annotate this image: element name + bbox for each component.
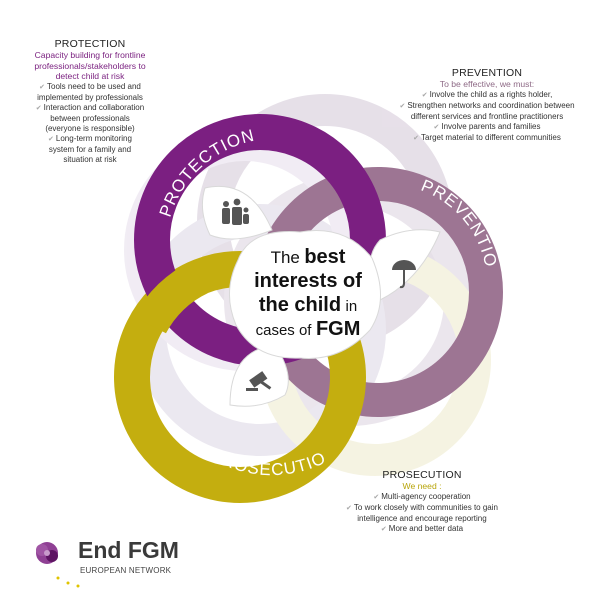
logo-flower <box>36 542 58 564</box>
check-icon: ✔ <box>421 91 428 99</box>
center-title: The best interests of the child in cases… <box>254 246 362 340</box>
protection-item: ✔Long-term monitoring system for a famil… <box>48 133 132 164</box>
prevention-item: ✔Involve parents and families <box>433 121 541 131</box>
prosecution-item: ✔Multi-agency cooperation <box>373 491 471 501</box>
check-icon: ✔ <box>373 493 380 501</box>
check-icon: ✔ <box>433 123 440 131</box>
umbrella-icon <box>392 260 416 289</box>
logo-subtitle: EUROPEAN NETWORK <box>80 566 172 575</box>
prosecution-info-block: PROSECUTION We need : ✔Multi-agency coop… <box>334 469 510 535</box>
check-icon: ✔ <box>35 104 42 112</box>
check-icon: ✔ <box>399 102 406 110</box>
protection-heading: PROTECTION <box>54 38 126 50</box>
logo-stars <box>56 576 80 588</box>
protection-subtitle: Capacity building for frontline professi… <box>34 50 146 81</box>
check-icon: ✔ <box>346 504 352 512</box>
gavel-icon <box>246 371 272 391</box>
petal-center <box>228 229 381 359</box>
check-icon: ✔ <box>380 525 387 533</box>
family-icon <box>222 198 249 225</box>
prevention-heading: PREVENTION <box>451 67 523 79</box>
prevention-info-block: PREVENTION To be effective, we must: ✔In… <box>378 67 596 144</box>
check-icon: ✔ <box>413 134 419 142</box>
end-fgm-logo: End FGM EUROPEAN NETWORK <box>28 532 208 587</box>
prevention-item: ✔Involve the child as a rights holder, <box>421 89 553 99</box>
logo-title: End FGM <box>78 537 179 563</box>
prosecution-ring-overlap <box>134 260 209 334</box>
protection-item: ✔Tools need to be used and implemented b… <box>37 81 143 102</box>
prevention-item: ✔Target material to different communitie… <box>413 132 561 142</box>
prevention-subtitle: To be effective, we must: <box>439 79 535 89</box>
check-icon: ✔ <box>48 135 54 143</box>
prosecution-item: ✔To work closely with communities to gai… <box>346 502 498 523</box>
prosecution-heading: PROSECUTION <box>382 469 462 481</box>
prevention-item: ✔Strengthen networks and coordination be… <box>399 100 575 121</box>
protection-info-block: PROTECTION Capacity building for frontli… <box>20 38 160 165</box>
check-icon: ✔ <box>39 83 45 91</box>
prosecution-item: ✔More and better data <box>380 523 464 533</box>
protection-item: ✔Interaction and collaboration between p… <box>35 102 145 133</box>
prosecution-subtitle: We need : <box>402 481 442 491</box>
